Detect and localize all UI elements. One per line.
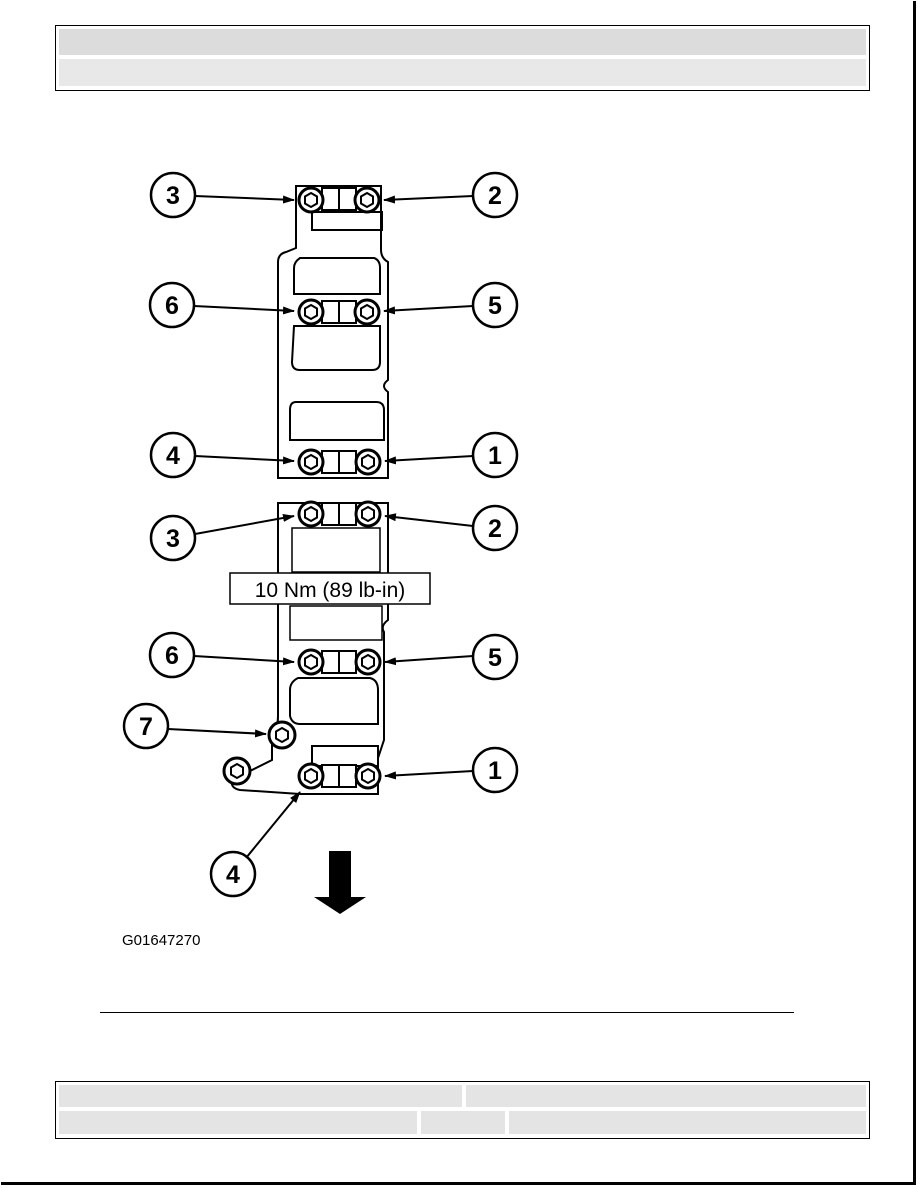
bolt-icon xyxy=(297,448,325,476)
callout-circle xyxy=(149,431,197,479)
divider-rule xyxy=(100,1012,794,1013)
callout-circle xyxy=(148,631,196,679)
upper-callouts: 3 2 6 5 4 1 xyxy=(148,171,519,479)
bolt-icon xyxy=(353,298,381,326)
footer-cell xyxy=(509,1111,866,1134)
arrow-down-icon xyxy=(314,851,366,914)
callout-label: 2 xyxy=(488,182,502,210)
torque-label: 10 Nm (89 lb-in) xyxy=(255,579,406,602)
figure-id: G01647270 xyxy=(122,932,200,949)
callout-circle xyxy=(122,702,170,750)
upper-bolts xyxy=(297,186,382,476)
callout-circle xyxy=(209,850,257,898)
callout-circle xyxy=(471,633,519,681)
upper-bearing-cap xyxy=(277,185,389,479)
bolt-icon xyxy=(354,500,382,528)
bolt-pair-lower-2 xyxy=(297,648,382,676)
footer-bar xyxy=(55,1081,870,1139)
callout-circle xyxy=(471,431,519,479)
callout-label: 1 xyxy=(488,442,502,470)
footer-cell xyxy=(59,1111,417,1134)
bolt-icon xyxy=(297,186,325,214)
callout-circle xyxy=(149,514,197,562)
callout-label: 7 xyxy=(139,713,153,741)
bolt-pair-upper-3 xyxy=(297,448,382,476)
callout-circle xyxy=(148,281,196,329)
bolt-icon xyxy=(353,186,381,214)
header-row-1 xyxy=(59,29,866,55)
callout-label: 5 xyxy=(488,292,502,320)
footer-cell xyxy=(421,1111,505,1134)
callout-label: 3 xyxy=(166,525,180,553)
lower-bolts xyxy=(222,500,382,790)
lower-callouts: 3 2 6 5 7 1 4 xyxy=(122,504,519,898)
bolt-pair-upper-1 xyxy=(297,186,381,214)
callout-label: 6 xyxy=(165,642,179,670)
bolt-icon xyxy=(267,720,297,750)
bolt-pair-lower-3 xyxy=(297,762,382,790)
callout-circle xyxy=(471,171,519,219)
bolt-icon xyxy=(222,756,252,786)
bolt-icon xyxy=(297,500,325,528)
bolt-pair-upper-2 xyxy=(297,298,381,326)
bolt-icon xyxy=(297,298,325,326)
lower-bearing-cap xyxy=(230,502,389,795)
callout-label: 4 xyxy=(166,442,180,470)
callout-label: 6 xyxy=(165,292,179,320)
callout-label: 4 xyxy=(226,861,240,889)
bolt-icon xyxy=(354,448,382,476)
footer-cell xyxy=(466,1085,866,1107)
bolt-7-pair xyxy=(222,720,297,786)
bolt-pair-lower-1 xyxy=(297,500,382,528)
footer-cell xyxy=(59,1085,462,1107)
torque-spec: 10 Nm (89 lb-in) xyxy=(229,572,431,605)
callout-label: 5 xyxy=(488,644,502,672)
bolt-icon xyxy=(354,762,382,790)
callout-circle xyxy=(471,746,519,794)
bolt-icon xyxy=(354,648,382,676)
bolt-icon xyxy=(297,648,325,676)
header-row-2 xyxy=(59,59,866,86)
callout-label: 3 xyxy=(166,182,180,210)
bolt-icon xyxy=(297,762,325,790)
callout-circle xyxy=(149,171,197,219)
callout-circle xyxy=(471,504,519,552)
callout-label: 2 xyxy=(488,515,502,543)
header-bar xyxy=(55,25,870,91)
callout-label: 1 xyxy=(488,757,502,785)
callout-circle xyxy=(471,281,519,329)
